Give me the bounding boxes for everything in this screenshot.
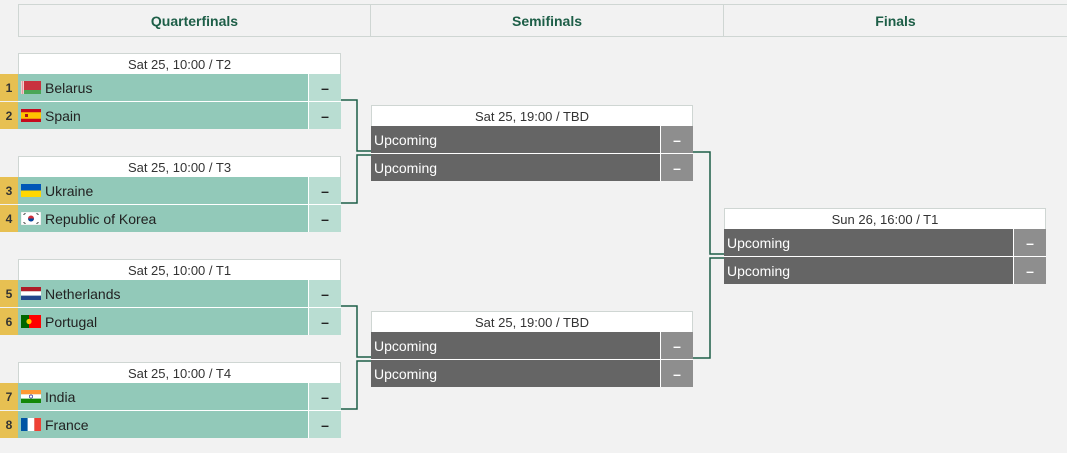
- team-score: –: [660, 360, 693, 387]
- team-row[interactable]: Upcoming –: [724, 229, 1046, 256]
- team-name: Upcoming: [724, 229, 1013, 256]
- team-score: –: [1013, 229, 1046, 256]
- match-time: Sat 25, 10:00 / T1: [18, 259, 341, 280]
- seed-badge: 6: [0, 308, 18, 335]
- spain-flag-icon: [21, 109, 41, 122]
- team-row[interactable]: 5 Netherlands –: [0, 280, 341, 307]
- team-name: Upcoming: [371, 126, 660, 153]
- connector-qf1-sf1: [341, 99, 371, 152]
- seed-badge: 2: [0, 102, 18, 129]
- team-row[interactable]: Upcoming –: [724, 256, 1046, 284]
- seed-badge: 5: [0, 280, 18, 307]
- quarterfinal-match-4[interactable]: Sat 25, 10:00 / T4 7 India – 8 France –: [0, 362, 341, 438]
- team-name: France: [45, 416, 89, 433]
- seed-badge: 1: [0, 74, 18, 101]
- team-row[interactable]: Upcoming –: [371, 153, 693, 181]
- team-row[interactable]: 4 Republic of Korea –: [0, 204, 341, 232]
- team-name: Upcoming: [371, 360, 660, 387]
- team-name: Upcoming: [371, 332, 660, 359]
- connector-qf2-sf1: [341, 154, 371, 204]
- team-row[interactable]: Upcoming –: [371, 332, 693, 359]
- team-score: –: [660, 154, 693, 181]
- team-row[interactable]: 1 Belarus –: [0, 74, 341, 101]
- connector-qf3-sf2: [341, 305, 371, 358]
- match-time: Sat 25, 19:00 / TBD: [371, 311, 693, 332]
- match-time: Sat 25, 10:00 / T3: [18, 156, 341, 177]
- match-time: Sun 26, 16:00 / T1: [724, 208, 1046, 229]
- team-score: –: [308, 205, 341, 232]
- team-name: Belarus: [45, 79, 93, 96]
- team-name-cell: Republic of Korea: [18, 205, 308, 232]
- final-match[interactable]: Sun 26, 16:00 / T1 Upcoming – Upcoming –: [724, 208, 1046, 284]
- quarterfinal-match-3[interactable]: Sat 25, 10:00 / T1 5 Netherlands – 6 Por…: [0, 259, 341, 335]
- team-row[interactable]: Upcoming –: [371, 126, 693, 153]
- ukraine-flag-icon: [21, 184, 41, 197]
- team-row[interactable]: 3 Ukraine –: [0, 177, 341, 204]
- team-name: Portugal: [45, 313, 98, 330]
- seed-badge: 8: [0, 411, 18, 438]
- team-name-cell: Portugal: [18, 308, 308, 335]
- team-score: –: [1013, 257, 1046, 284]
- team-score: –: [308, 280, 341, 307]
- korea-flag-icon: [21, 212, 41, 225]
- seed-badge: 7: [0, 383, 18, 410]
- connector-sf2-final: [693, 257, 724, 359]
- team-row[interactable]: 7 India –: [0, 383, 341, 410]
- india-flag-icon: [21, 390, 41, 403]
- team-name: Republic of Korea: [45, 210, 157, 227]
- match-time: Sat 25, 19:00 / TBD: [371, 105, 693, 126]
- team-name-cell: India: [18, 383, 308, 410]
- team-name-cell: Ukraine: [18, 177, 308, 204]
- team-score: –: [308, 102, 341, 129]
- semifinal-match-1[interactable]: Sat 25, 19:00 / TBD Upcoming – Upcoming …: [371, 105, 693, 181]
- match-time: Sat 25, 10:00 / T4: [18, 362, 341, 383]
- team-score: –: [308, 308, 341, 335]
- connector-sf1-final: [693, 151, 724, 255]
- team-name: Upcoming: [371, 154, 660, 181]
- netherlands-flag-icon: [21, 287, 41, 300]
- team-name: Ukraine: [45, 182, 94, 199]
- team-score: –: [308, 411, 341, 438]
- team-score: –: [660, 332, 693, 359]
- team-score: –: [308, 177, 341, 204]
- team-row[interactable]: Upcoming –: [371, 359, 693, 387]
- round-header-finals: Finals: [723, 4, 1067, 37]
- team-name: India: [45, 388, 76, 405]
- team-name-cell: Spain: [18, 102, 308, 129]
- match-time: Sat 25, 10:00 / T2: [18, 53, 341, 74]
- team-score: –: [308, 383, 341, 410]
- seed-badge: 3: [0, 177, 18, 204]
- connector-qf4-sf2: [341, 360, 371, 410]
- team-row[interactable]: 6 Portugal –: [0, 307, 341, 335]
- quarterfinal-match-1[interactable]: Sat 25, 10:00 / T2 1 Belarus – 2 Spain –: [0, 53, 341, 129]
- round-header-semifinals: Semifinals: [370, 4, 724, 37]
- team-name-cell: Netherlands: [18, 280, 308, 307]
- team-name: Spain: [45, 107, 81, 124]
- team-row[interactable]: 8 France –: [0, 410, 341, 438]
- quarterfinal-match-2[interactable]: Sat 25, 10:00 / T3 3 Ukraine – 4 Republi…: [0, 156, 341, 232]
- belarus-flag-icon: [21, 81, 41, 94]
- team-name-cell: Belarus: [18, 74, 308, 101]
- france-flag-icon: [21, 418, 41, 431]
- team-name: Upcoming: [724, 257, 1013, 284]
- seed-badge: 4: [0, 205, 18, 232]
- team-name-cell: France: [18, 411, 308, 438]
- team-score: –: [308, 74, 341, 101]
- semifinal-match-2[interactable]: Sat 25, 19:00 / TBD Upcoming – Upcoming …: [371, 311, 693, 387]
- portugal-flag-icon: [21, 315, 41, 328]
- team-name: Netherlands: [45, 285, 121, 302]
- round-header-quarterfinals: Quarterfinals: [18, 4, 371, 37]
- team-row[interactable]: 2 Spain –: [0, 101, 341, 129]
- team-score: –: [660, 126, 693, 153]
